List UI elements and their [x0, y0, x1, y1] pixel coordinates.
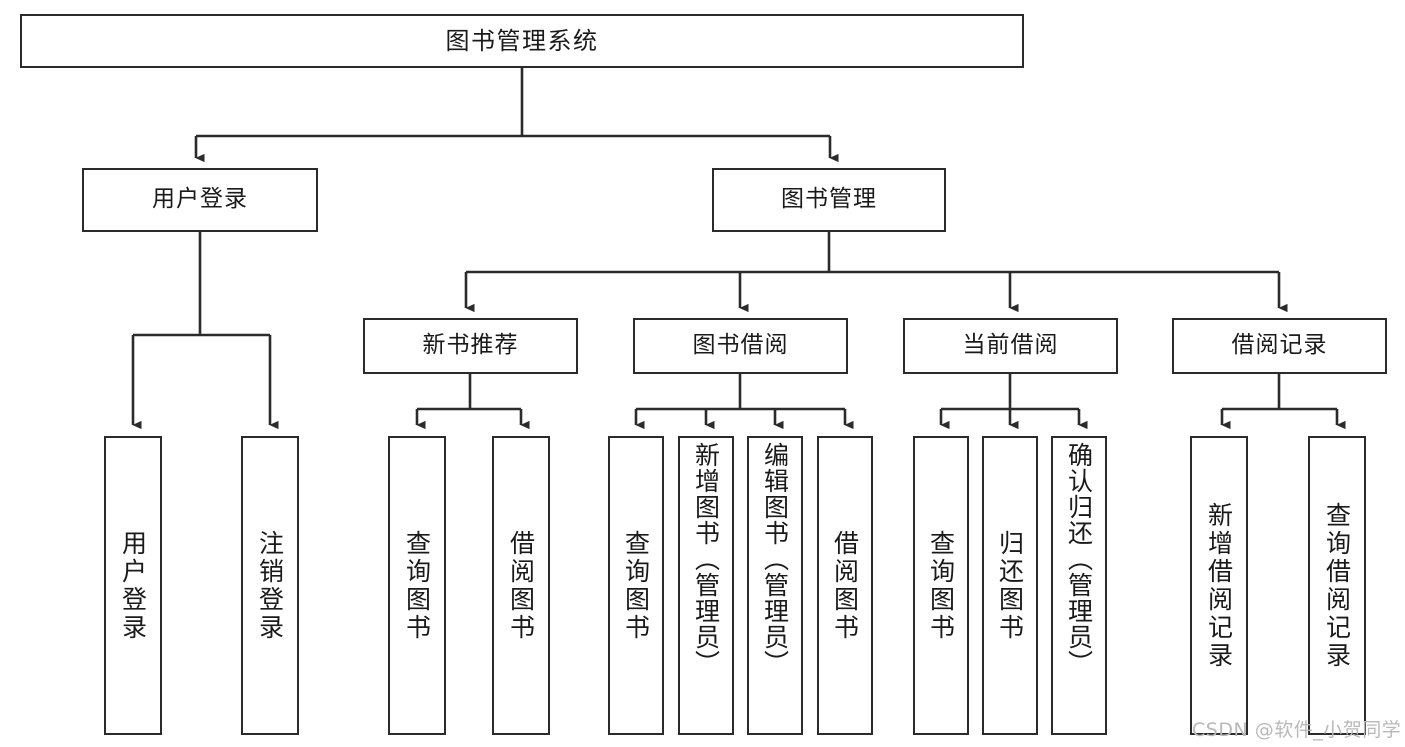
node-user-login[interactable]: 用户登录: [82, 168, 318, 232]
node-label: 用户登录: [118, 529, 148, 642]
node-label: 新增借阅记录: [1204, 501, 1234, 670]
node-borrow-record[interactable]: 借阅记录: [1172, 318, 1387, 374]
leaf-book-borrow-query-book[interactable]: 查询图书: [608, 436, 664, 735]
node-label: 图书管理系统: [445, 26, 599, 55]
node-label: 注销登录: [255, 529, 285, 642]
leaf-current-borrow-query-book[interactable]: 查询图书: [913, 436, 969, 735]
node-label: 用户登录: [152, 186, 248, 213]
node-label: 借阅记录: [1231, 332, 1328, 359]
leaf-current-borrow-confirm-return-admin[interactable]: 确认归还（管理员）: [1051, 436, 1107, 735]
leaf-borrow-record-add-record[interactable]: 新增借阅记录: [1190, 436, 1248, 735]
node-label: 查询图书: [402, 529, 432, 642]
node-new-book-recommend[interactable]: 新书推荐: [363, 318, 578, 374]
node-label: 新书推荐: [422, 332, 519, 359]
node-label: 查询图书: [926, 529, 956, 642]
node-label: 借阅图书: [830, 529, 860, 642]
node-current-borrow[interactable]: 当前借阅: [903, 318, 1118, 374]
node-label: 借阅图书: [506, 529, 536, 642]
node-label: 确认归还（管理员）: [1064, 442, 1094, 676]
leaf-book-borrow-edit-book-admin[interactable]: 编辑图书（管理员）: [747, 436, 803, 735]
leaf-user-login-logout[interactable]: 注销登录: [241, 436, 299, 735]
node-root-book-management-system[interactable]: 图书管理系统: [20, 14, 1024, 68]
node-label: 新增图书（管理员）: [691, 442, 721, 676]
leaf-new-book-query-book[interactable]: 查询图书: [388, 436, 446, 735]
node-label: 当前借阅: [962, 332, 1059, 359]
leaf-book-borrow-borrow-book[interactable]: 借阅图书: [817, 436, 873, 735]
node-label: 查询图书: [621, 529, 651, 642]
node-label: 图书管理: [781, 186, 877, 213]
leaf-current-borrow-return-book[interactable]: 归还图书: [982, 436, 1038, 735]
leaf-new-book-borrow-book[interactable]: 借阅图书: [492, 436, 550, 735]
node-label: 图书借阅: [692, 332, 789, 359]
csdn-watermark: CSDN @软件_小贺同学: [1192, 719, 1402, 741]
node-label: 查询借阅记录: [1322, 501, 1352, 670]
node-book-borrow[interactable]: 图书借阅: [633, 318, 848, 374]
leaf-user-login-login[interactable]: 用户登录: [104, 436, 162, 735]
node-label: 编辑图书（管理员）: [760, 442, 790, 676]
leaf-borrow-record-query-record[interactable]: 查询借阅记录: [1308, 436, 1366, 735]
node-label: 归还图书: [995, 529, 1025, 642]
leaf-book-borrow-add-book-admin[interactable]: 新增图书（管理员）: [678, 436, 734, 735]
node-book-management[interactable]: 图书管理: [712, 168, 946, 232]
